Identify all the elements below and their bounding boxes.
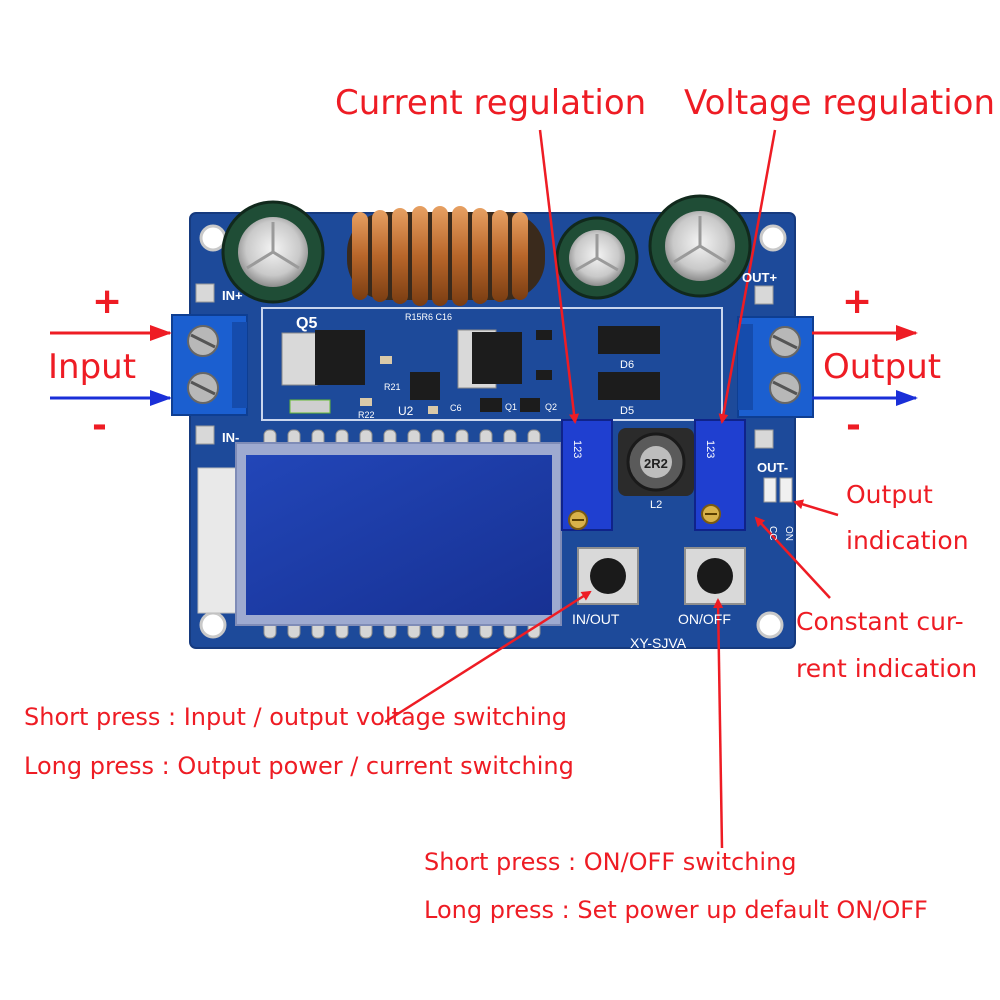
silk-q2: Q2 — [545, 402, 557, 412]
ic-u2 — [410, 372, 440, 400]
terminal-block-output — [737, 316, 814, 418]
silk-r22: R22 — [358, 410, 375, 420]
resistor — [360, 398, 372, 406]
button-on-off — [684, 547, 746, 605]
silk-d6: D6 — [620, 359, 634, 371]
pad-in-minus — [195, 425, 215, 445]
current-regulation-pointer — [538, 129, 580, 424]
pot-left-code: 123 — [571, 440, 583, 458]
silk-cc: CC — [767, 526, 778, 540]
capacitor-mid — [555, 216, 639, 300]
toroid-inductor — [347, 206, 545, 306]
silk-r21: R21 — [384, 382, 401, 392]
inductor-code: 2R2 — [644, 456, 668, 471]
diode-d5 — [598, 372, 660, 400]
label-on-off-long-press: Long press : Set power up default ON/OFF — [424, 896, 928, 924]
silkscreen-outline — [261, 307, 723, 421]
diode-small — [289, 399, 331, 414]
mount-hole — [199, 224, 227, 252]
in-out-button-pointer — [384, 590, 592, 724]
mosfet-tab — [281, 332, 318, 386]
mosfet-q5 — [315, 330, 365, 385]
label-input-minus: - — [92, 405, 107, 446]
capacitor-smd — [428, 406, 438, 414]
label-output-plus: + — [842, 281, 873, 322]
pad-in-plus — [195, 283, 215, 303]
silk-u2: U2 — [398, 404, 414, 418]
silk-c6: C6 — [450, 403, 462, 413]
resistor — [380, 356, 392, 364]
label-voltage-regulation: Voltage regulation — [684, 83, 996, 123]
potentiometer-voltage — [694, 419, 746, 531]
label-input-plus: + — [92, 281, 123, 322]
silk-btn-on-off: ON/OFF — [678, 611, 731, 627]
silk-q5: Q5 — [296, 315, 317, 332]
label-in-out-long-press: Long press : Output power / current swit… — [24, 752, 574, 780]
capacitor-left — [221, 200, 325, 304]
potentiometer-current — [561, 419, 613, 531]
mosfet-2 — [472, 332, 522, 384]
led-cc — [763, 477, 777, 503]
voltage-regulation-pointer — [718, 129, 777, 424]
silk-out-minus: OUT- — [757, 460, 788, 475]
smd-part — [536, 370, 552, 380]
transistor-q2 — [520, 398, 540, 412]
inductor-l2 — [618, 428, 694, 496]
pot-right-code: 123 — [704, 440, 716, 458]
pad-out-minus — [754, 429, 774, 449]
label-on-off-short-press: Short press : ON/OFF switching — [424, 848, 797, 876]
constant-current-pointer — [754, 516, 831, 599]
diode-d6 — [598, 326, 660, 354]
label-in-out-short-press: Short press : Input / output voltage swi… — [24, 703, 568, 731]
led-on — [779, 477, 793, 503]
silk-q1: Q1 — [505, 402, 517, 412]
mount-hole — [199, 611, 227, 639]
silk-in-plus: IN+ — [222, 288, 243, 303]
terminal-block-input — [171, 314, 248, 416]
silk-out-plus: OUT+ — [742, 270, 777, 285]
pad-out-plus — [754, 285, 774, 305]
label-current-regulation: Current regulation — [335, 83, 647, 123]
label-constant-current-line2: rent indication — [796, 654, 978, 683]
lcd-screen — [246, 455, 552, 615]
label-output-indication-line2: indication — [846, 526, 969, 555]
smd-part — [536, 330, 552, 340]
silk-r15-r6-c16: R15R6 C16 — [405, 312, 452, 322]
silk-d5: D5 — [620, 405, 634, 417]
label-output-indication-line1: Output — [846, 480, 933, 509]
mount-hole — [756, 611, 784, 639]
silk-in-minus: IN- — [222, 430, 239, 445]
silk-btn-in-out: IN/OUT — [572, 611, 620, 627]
label-output: Output — [823, 347, 942, 387]
button-in-out — [577, 547, 639, 605]
silk-on: ON — [783, 526, 794, 541]
label-output-minus: - — [846, 405, 861, 446]
label-constant-current-line1: Constant cur- — [796, 607, 964, 636]
output-indication-pointer — [793, 499, 839, 517]
transistor-q1 — [480, 398, 502, 412]
on-off-button-pointer — [713, 598, 724, 849]
mount-hole — [759, 224, 787, 252]
silk-model: XY-SJVA — [630, 635, 687, 651]
label-input: Input — [48, 347, 137, 387]
capacitor-right — [648, 194, 752, 298]
silk-l2: L2 — [650, 499, 662, 511]
